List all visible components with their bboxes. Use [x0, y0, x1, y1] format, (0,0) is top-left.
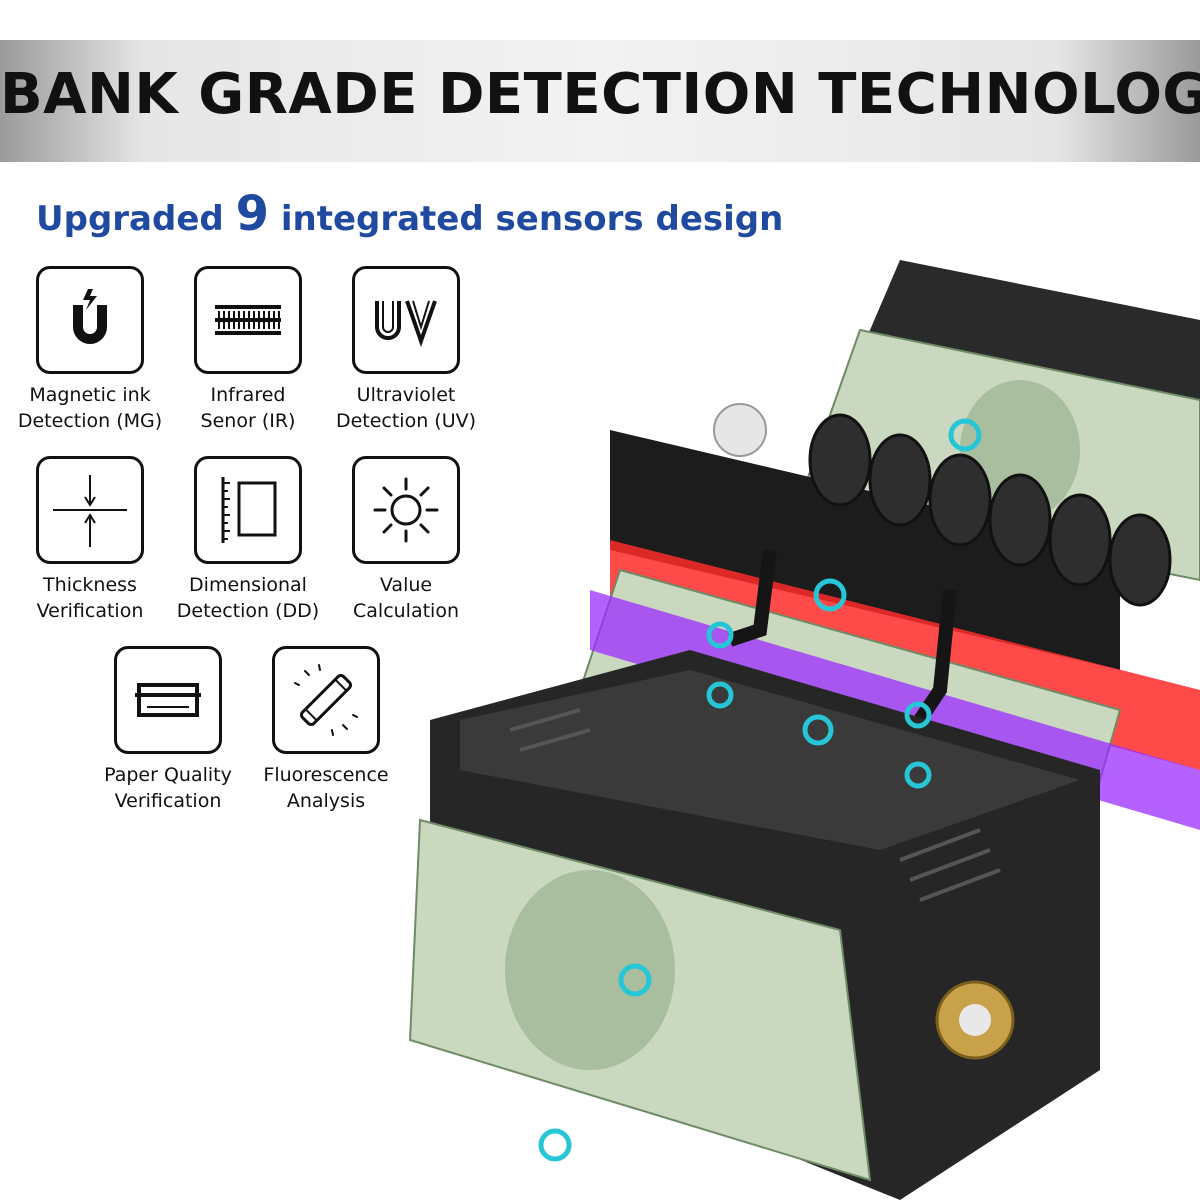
sensor-label-line2: Calculation	[353, 600, 459, 622]
sensor-label-line1: Magnetic ink	[29, 384, 151, 406]
roller-frame	[610, 430, 1120, 670]
sensor-label-line2: Detection (UV)	[335, 410, 477, 432]
subtitle-number: 9	[235, 186, 269, 242]
subtitle: Upgraded 9 integrated sensors design	[36, 186, 783, 242]
sensor-label-line1: Value	[379, 574, 433, 596]
sun-icon	[352, 456, 460, 564]
sensor-label-line1: Thickness	[43, 574, 137, 596]
counter-machine-illustration	[408, 260, 1200, 1200]
sensor-label-line2: Verification	[36, 600, 144, 622]
subtitle-prefix: Upgraded	[36, 199, 224, 239]
sensor-label-line2: Senor (IR)	[200, 410, 296, 432]
sensor-label-line1: Infrared	[210, 384, 286, 406]
magnet-icon	[36, 266, 144, 374]
subtitle-suffix: integrated sensors design	[280, 199, 784, 239]
sensor-label-line2: Verification	[114, 790, 222, 812]
infrared-sensor-icon	[194, 266, 302, 374]
sensor-label-line1: Fluorescence	[263, 764, 389, 786]
sensor-markers	[538, 418, 982, 1162]
rollers	[808, 413, 1172, 607]
sensor-label-line2: Detection (MG)	[17, 410, 163, 432]
sensor-label-line2: Analysis	[286, 790, 366, 812]
sensor-label-line1: Ultraviolet	[356, 384, 456, 406]
thickness-icon	[36, 456, 144, 564]
uv-icon	[352, 266, 460, 374]
page-title: BANK GRADE DETECTION TECHNOLOGY	[0, 62, 1200, 127]
title-banner	[0, 40, 1200, 162]
paper-icon	[114, 646, 222, 754]
sensor-label-line1: Paper Quality	[104, 764, 232, 786]
sensor-label-line2: Detection (DD)	[176, 600, 320, 622]
fluorescent-tube-icon	[272, 646, 380, 754]
sensor-label-line1: Dimensional	[189, 574, 307, 596]
dimension-icon	[194, 456, 302, 564]
